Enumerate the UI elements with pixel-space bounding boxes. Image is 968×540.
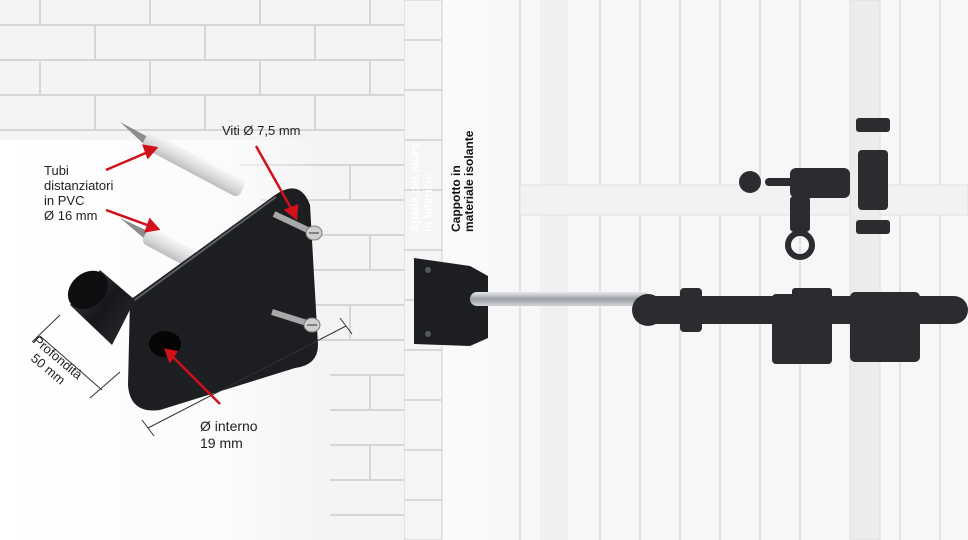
label-length: L	[248, 359, 261, 384]
sliding-bar	[470, 292, 650, 306]
shutter	[486, 0, 968, 540]
label-inner-diameter: Ø interno 19 mm	[200, 418, 258, 451]
label-spacer-tubes: Tubi distanziatori in PVC Ø 16 mm	[44, 163, 114, 223]
callout-arrows	[105, 144, 299, 405]
dimension-lines	[31, 314, 353, 437]
mounted-bracket	[414, 258, 650, 346]
label-insulation: Cappotto in materiale isolante	[449, 130, 476, 232]
shutter-hardware	[632, 118, 968, 364]
spacer-tube-upper	[143, 132, 245, 197]
screw-lower	[271, 309, 321, 333]
label-brick-wall: Spalla del muro in laterizio	[408, 142, 435, 232]
label-screws: Viti Ø 7,5 mm	[222, 123, 301, 138]
bracket-tube	[67, 270, 109, 310]
screw-upper	[272, 211, 323, 241]
